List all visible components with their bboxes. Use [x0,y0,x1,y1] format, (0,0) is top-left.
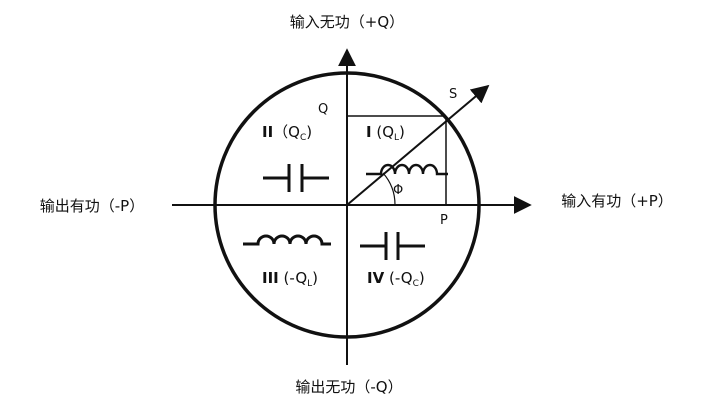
inductor-icon [243,234,331,246]
axis-label-right: 输入有功（+P） [561,192,673,210]
p-label: P [440,213,448,228]
axis-label-bottom: 输出无功（-Q） [295,378,402,396]
q-label: Q [318,102,328,117]
s-vector [346,84,490,206]
s-label: S [449,87,457,102]
capacitor-icon [263,164,329,192]
axis-label-top: 输入无功（+Q） [290,13,404,31]
capacitor-icon [360,232,425,260]
quadrant-4-label: IV (-QC) [367,269,425,289]
phi-label: Φ [393,183,403,198]
inductor-icon [366,163,448,176]
phi-angle-arc [382,172,396,206]
quadrant-3-label: III (-QL) [262,269,318,289]
quadrant-2-label: II（QC) [262,123,312,143]
quadrant-1-label: I (QL) [366,123,405,143]
axis-label-left: 输出有功（-P） [40,197,144,215]
